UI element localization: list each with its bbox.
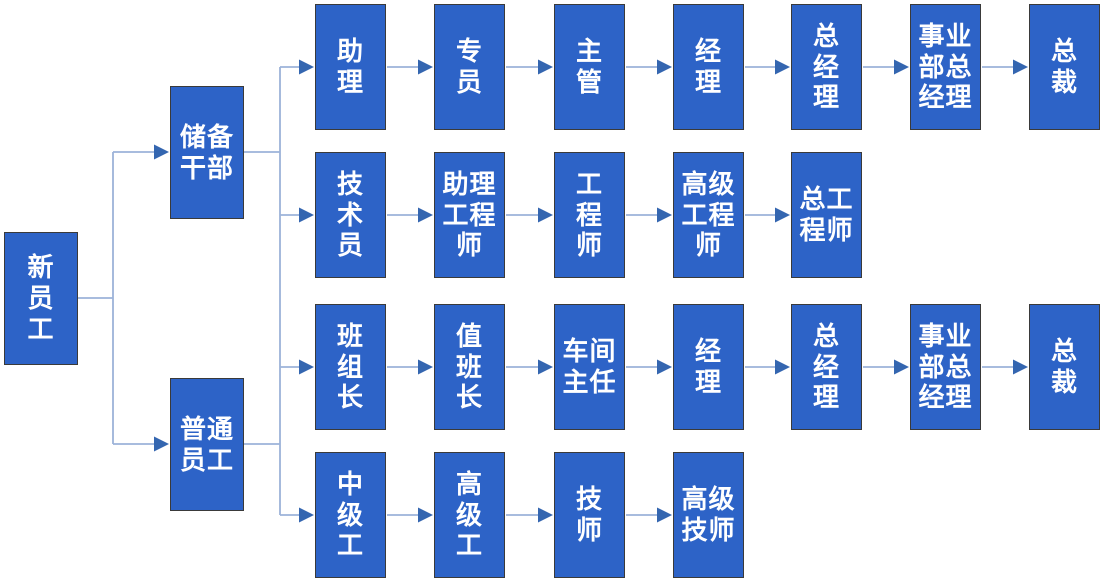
arrowhead-icon bbox=[538, 359, 553, 375]
node-intermediate-worker: 中 级 工 bbox=[315, 452, 386, 578]
arrowhead-icon bbox=[299, 59, 314, 75]
arrowhead-icon bbox=[299, 207, 314, 223]
node-division-gm-1: 事业 部总 经理 bbox=[910, 4, 981, 130]
node-new-employee: 新 员 工 bbox=[4, 232, 78, 365]
arrowhead-icon bbox=[657, 207, 672, 223]
node-ordinary-employee: 普通 员工 bbox=[170, 378, 244, 511]
arrowhead-icon bbox=[538, 207, 553, 223]
node-general-manager-2: 总 经 理 bbox=[791, 304, 862, 430]
node-supervisor: 主 管 bbox=[554, 4, 625, 130]
node-engineer: 工 程 师 bbox=[554, 152, 625, 278]
node-assistant: 助 理 bbox=[315, 4, 386, 130]
node-workshop-director: 车间 主任 bbox=[554, 304, 625, 430]
arrowhead-icon bbox=[775, 207, 790, 223]
node-specialist: 专 员 bbox=[434, 4, 505, 130]
node-president-2: 总 裁 bbox=[1029, 304, 1100, 430]
arrowhead-icon bbox=[775, 359, 790, 375]
arrowhead-icon bbox=[538, 59, 553, 75]
arrowhead-icon bbox=[894, 359, 909, 375]
arrowhead-icon bbox=[894, 59, 909, 75]
node-team-leader: 班 组 长 bbox=[315, 304, 386, 430]
arrowhead-icon bbox=[418, 59, 433, 75]
arrowhead-icon bbox=[154, 144, 169, 160]
arrowhead-icon bbox=[299, 507, 314, 523]
arrowhead-icon bbox=[1013, 359, 1028, 375]
arrowhead-icon bbox=[418, 207, 433, 223]
node-manager-2: 经 理 bbox=[673, 304, 744, 430]
node-senior-technician: 高级 技师 bbox=[673, 452, 744, 578]
node-technician: 技 术 员 bbox=[315, 152, 386, 278]
node-senior-engineer: 高级 工程 师 bbox=[673, 152, 744, 278]
node-chief-engineer: 总工 程师 bbox=[791, 152, 862, 278]
node-division-gm-2: 事业 部总 经理 bbox=[910, 304, 981, 430]
arrowhead-icon bbox=[657, 359, 672, 375]
arrowhead-icon bbox=[154, 436, 169, 452]
arrowhead-icon bbox=[418, 359, 433, 375]
arrowhead-icon bbox=[657, 507, 672, 523]
arrowhead-icon bbox=[775, 59, 790, 75]
arrowhead-icon bbox=[657, 59, 672, 75]
arrowhead-icon bbox=[418, 507, 433, 523]
arrowhead-icon bbox=[538, 507, 553, 523]
arrowhead-icon bbox=[1013, 59, 1028, 75]
node-skilled-technician: 技 师 bbox=[554, 452, 625, 578]
node-reserve-cadre: 储备 干部 bbox=[170, 86, 244, 219]
node-president-1: 总 裁 bbox=[1029, 4, 1100, 130]
node-manager-1: 经 理 bbox=[673, 4, 744, 130]
node-shift-leader: 值 班 长 bbox=[434, 304, 505, 430]
arrowhead-icon bbox=[299, 359, 314, 375]
node-senior-worker: 高 级 工 bbox=[434, 452, 505, 578]
node-assistant-engineer: 助理 工程 师 bbox=[434, 152, 505, 278]
node-general-manager-1: 总 经 理 bbox=[791, 4, 862, 130]
